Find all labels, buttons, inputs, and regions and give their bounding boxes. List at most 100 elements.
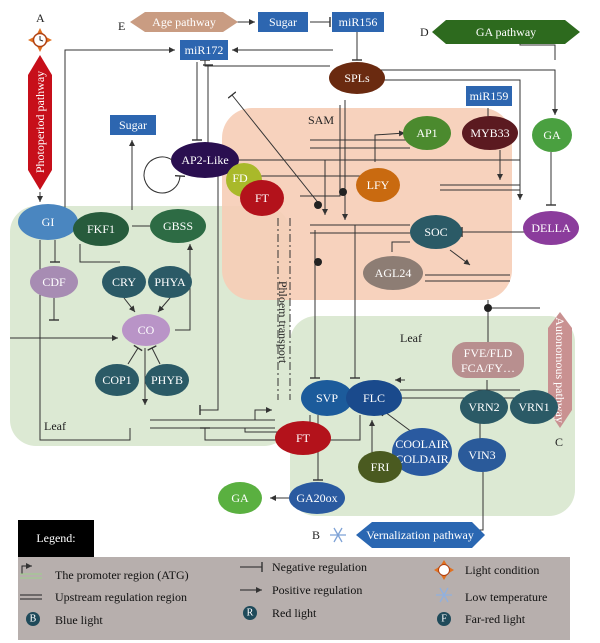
svg-text:Sugar: Sugar (119, 118, 147, 132)
light-condition-icon (28, 28, 52, 52)
node-fve-fld: FVE/FLDFCA/FY… (452, 342, 524, 378)
svg-text:FKF1: FKF1 (87, 222, 115, 236)
letter-c: C (555, 435, 563, 449)
svg-text:Positive regulation: Positive regulation (272, 583, 362, 597)
legend-promoter: The promoter region (ATG) (20, 563, 189, 582)
svg-text:VRN1: VRN1 (518, 400, 549, 414)
node-flc: FLC (346, 380, 402, 416)
svg-text:FRI: FRI (371, 460, 390, 474)
legend-far-red-light: F Far-red light (437, 612, 526, 626)
svg-text:Autonomous pathway: Autonomous pathway (553, 317, 567, 423)
legend-panel (18, 557, 570, 640)
letter-d: D (420, 25, 429, 39)
node-ft-leaf: FT (275, 421, 331, 455)
svg-text:Upstream regulation region: Upstream regulation region (55, 590, 187, 604)
junction-dot (314, 258, 322, 266)
svg-text:CRY: CRY (112, 275, 136, 289)
svg-text:CDF: CDF (42, 275, 66, 289)
phloem-transport-label: Phloem transport (276, 281, 290, 364)
svg-text:GI: GI (42, 215, 55, 229)
ap2-self-loop (143, 156, 186, 194)
sam-label: SAM (308, 113, 334, 127)
node-della: DELLA (523, 211, 579, 245)
svg-text:GA pathway: GA pathway (476, 25, 536, 39)
node-phyb: PHYB (145, 364, 189, 396)
svg-text:DELLA: DELLA (531, 221, 571, 235)
legend-blue-light: B Blue light (26, 612, 103, 627)
node-svp: SVP (301, 380, 353, 416)
svg-text:AGL24: AGL24 (375, 266, 412, 280)
node-phya: PHYA (148, 266, 192, 298)
node-ft-sam: FT (240, 180, 284, 216)
letter-e: E (118, 19, 125, 33)
svg-text:F: F (441, 614, 447, 625)
svg-text:GA20ox: GA20ox (296, 491, 337, 505)
svg-text:COOLAIR: COOLAIR (395, 437, 448, 451)
sam-region (222, 108, 512, 300)
svg-text:The promoter region (ATG): The promoter region (ATG) (55, 568, 189, 582)
svg-text:miR159: miR159 (470, 89, 509, 103)
vernalization-pathway: Vernalization pathway (356, 522, 485, 548)
node-fri: FRI (358, 451, 402, 483)
svg-text:PHYA: PHYA (154, 275, 186, 289)
junction-dot (484, 304, 492, 312)
svg-text:FD: FD (232, 171, 248, 185)
svg-text:SPLs: SPLs (344, 71, 370, 85)
junction-dot (339, 188, 347, 196)
svg-text:VIN3: VIN3 (468, 448, 495, 462)
letter-b: B (312, 528, 320, 542)
svg-text:B: B (30, 614, 37, 625)
svg-text:GBSS: GBSS (163, 219, 193, 233)
svg-text:FLC: FLC (363, 391, 385, 405)
legend-red-light: R Red light (243, 606, 317, 620)
svg-text:SVP: SVP (316, 391, 338, 405)
letter-a: A (36, 11, 45, 25)
leaf-label-left: Leaf (44, 419, 66, 433)
node-cop1: COP1 (95, 364, 139, 396)
svg-text:Low temperature: Low temperature (465, 590, 547, 604)
node-co: CO (122, 314, 170, 346)
legend-positive: Positive regulation (240, 583, 362, 597)
svg-text:GA: GA (231, 491, 249, 505)
node-vrn1: VRN1 (510, 390, 558, 424)
junction-dot (314, 201, 322, 209)
legend-title-box (18, 520, 94, 557)
svg-text:FT: FT (255, 191, 270, 205)
svg-text:FVE/FLD: FVE/FLD (464, 346, 513, 360)
node-gi: GI (18, 204, 78, 240)
svg-text:miR172: miR172 (185, 43, 224, 57)
photoperiod-pathway: Photoperiod pathway (28, 55, 52, 190)
node-vrn2: VRN2 (460, 390, 508, 424)
sugar-box-top: Sugar (258, 12, 308, 32)
svg-text:SOC: SOC (424, 225, 447, 239)
mir172-box: miR172 (180, 40, 228, 60)
age-pathway: Age pathway (130, 12, 238, 32)
node-ap2-like: AP2-Like (171, 142, 239, 178)
svg-text:COP1: COP1 (102, 373, 131, 387)
svg-text:GA: GA (543, 128, 561, 142)
node-myb33: MYB33 (462, 116, 518, 150)
node-lfy: LFY (356, 168, 400, 202)
sugar-box-left: Sugar (110, 115, 156, 135)
node-ga-right: GA (532, 118, 572, 152)
svg-text:CO: CO (138, 323, 155, 337)
svg-text:VRN2: VRN2 (468, 400, 499, 414)
node-cry: CRY (102, 266, 146, 298)
svg-text:PHYB: PHYB (151, 373, 183, 387)
node-gbss: GBSS (150, 209, 206, 243)
leaf-label-right: Leaf (400, 331, 422, 345)
node-ap1: AP1 (403, 116, 451, 150)
svg-text:Photoperiod pathway: Photoperiod pathway (33, 71, 47, 173)
svg-text:LFY: LFY (367, 178, 390, 192)
svg-text:Light condition: Light condition (465, 563, 539, 577)
node-ga20ox: GA20ox (289, 482, 345, 514)
svg-text:FT: FT (296, 431, 311, 445)
svg-text:FCA/FY…: FCA/FY… (461, 361, 515, 375)
legend-title: Legend: (36, 531, 75, 545)
svg-text:miR156: miR156 (339, 15, 378, 29)
svg-text:AP2-Like: AP2-Like (181, 153, 228, 167)
legend-upstream: Upstream regulation region (20, 590, 187, 604)
svg-text:Vernalization pathway: Vernalization pathway (366, 528, 474, 542)
node-cdf: CDF (30, 266, 78, 298)
svg-text:COLDAIR: COLDAIR (395, 452, 448, 466)
